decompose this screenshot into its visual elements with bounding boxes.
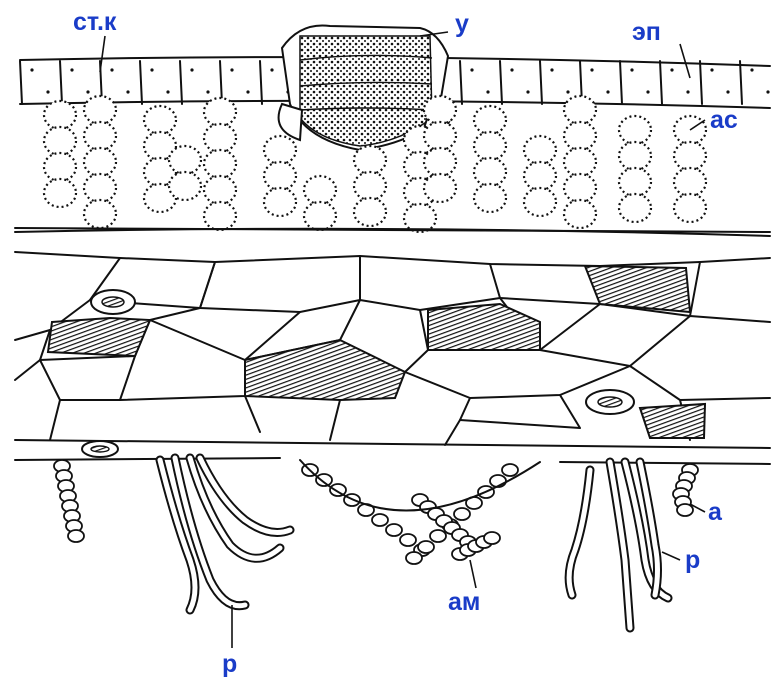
- label-ep: эп: [632, 20, 661, 45]
- medulla-cells: [15, 229, 770, 464]
- lower-surface-structures: [54, 458, 698, 628]
- label-am: ам: [448, 590, 480, 615]
- label-a: а: [708, 500, 722, 525]
- label-st-k: ст.к: [73, 10, 116, 35]
- label-r-right: р: [685, 548, 700, 573]
- label-as: ас: [710, 108, 738, 133]
- label-u: у: [455, 12, 469, 37]
- label-r-bottom: р: [222, 652, 237, 677]
